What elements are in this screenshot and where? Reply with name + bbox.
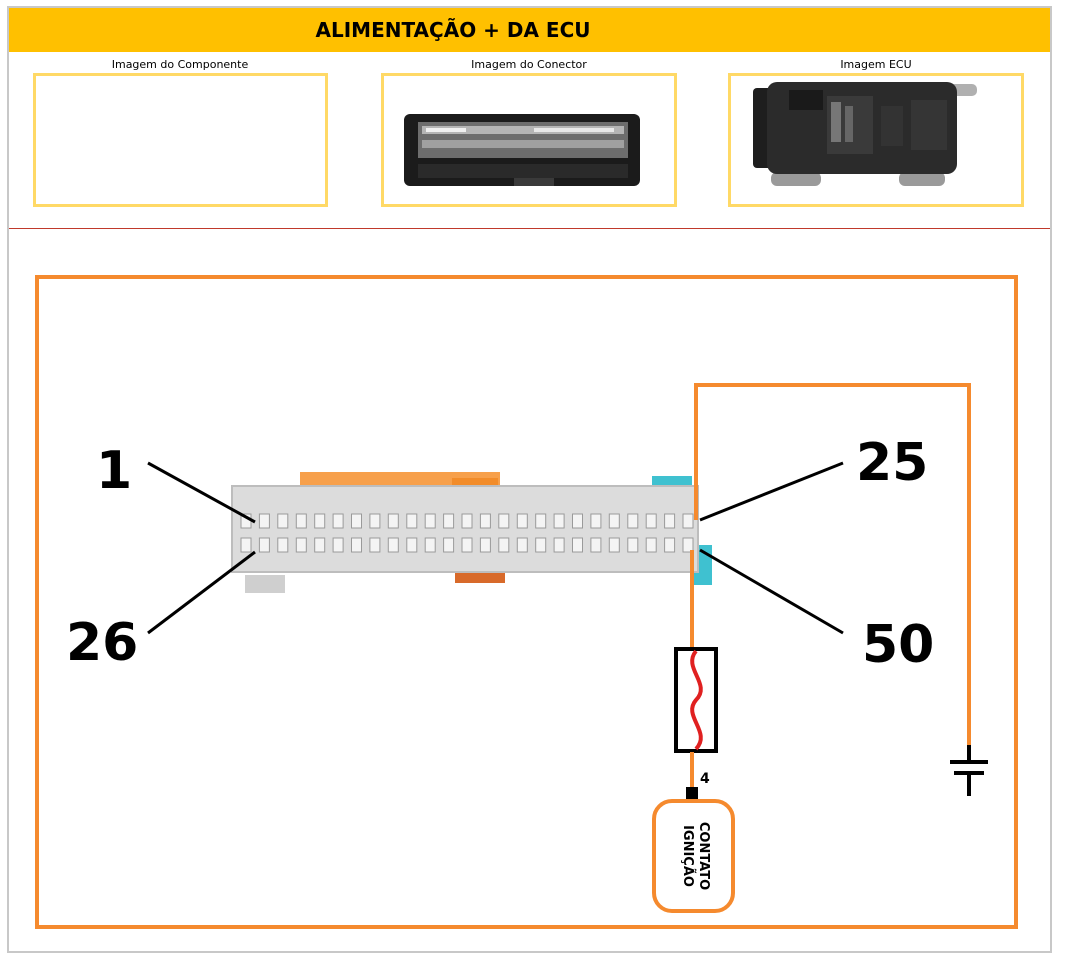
connector-pin-cavity xyxy=(387,537,399,553)
connector-pin-cavity xyxy=(516,537,528,553)
connector-pin-cavity xyxy=(645,513,657,529)
connector-pin-cavity xyxy=(682,513,694,529)
connector-pin-cavity xyxy=(369,513,381,529)
connector-pin-cavity xyxy=(627,537,639,553)
connector-body xyxy=(231,485,699,573)
connector-pin-cavity xyxy=(351,513,362,529)
ecu-image-box xyxy=(728,73,1024,207)
connector-pin-cavity xyxy=(443,513,455,529)
component-image-caption: Imagem do Componente xyxy=(111,58,249,71)
connector-pin-cavity xyxy=(664,537,676,553)
diagram-border xyxy=(35,275,1018,929)
connector-pin-cavity xyxy=(682,537,694,553)
pin50-leader xyxy=(699,548,844,635)
connector-pin-cavity xyxy=(314,537,326,553)
connector-pin-cavity xyxy=(387,513,399,529)
connector-pin-cavity xyxy=(479,513,491,529)
pin-label-50: 50 xyxy=(862,615,934,675)
component-image-box xyxy=(33,73,328,207)
ground-wire xyxy=(694,383,971,755)
connector-pin-cavity xyxy=(277,537,289,553)
connector-pin-cavity xyxy=(332,537,344,553)
connector-pin-cavity xyxy=(645,537,657,553)
connector-pin-cavity xyxy=(424,513,436,529)
connector-pin-cavity xyxy=(479,537,491,553)
ecu-photo xyxy=(753,82,977,186)
connector-pin-cavity xyxy=(314,513,326,529)
connector-pin-cavity xyxy=(240,537,252,553)
connector-pin-cavity xyxy=(664,513,676,529)
connector-pin-cavity xyxy=(443,537,455,553)
connector-pin-cavity xyxy=(406,513,418,529)
pin26-leader xyxy=(147,550,256,635)
ignition-switch-box xyxy=(652,799,735,913)
page-title: ALIMENTAÇÃO + DA ECU xyxy=(315,18,591,42)
connector-pin-cavity xyxy=(406,537,418,553)
section-divider xyxy=(9,228,1050,229)
fuse-icon xyxy=(674,647,718,753)
page-frame xyxy=(7,6,1052,953)
connector-pin-cavity xyxy=(608,537,620,553)
connector-pin-cavity xyxy=(572,537,583,553)
connector-pin-cavity xyxy=(332,513,344,529)
connector-pin-cavity xyxy=(277,513,289,529)
connector-pin-cavity xyxy=(590,537,602,553)
connector-image-box xyxy=(381,73,677,207)
connector-image-caption: Imagem do Conector xyxy=(471,58,587,71)
connector-photo xyxy=(404,114,640,186)
ignition-label-line1: CONTATO xyxy=(696,822,711,890)
ignition-label-line2: IGNIÇÃO xyxy=(680,825,696,887)
connector-pin-cavity xyxy=(369,537,381,553)
ground-symbol-icon xyxy=(950,745,988,796)
connector-pin-cavity xyxy=(351,537,362,553)
terminal-pin-number: 4 xyxy=(700,771,710,787)
connector-pin-cavity xyxy=(553,513,565,529)
connector-pin-cavity xyxy=(424,537,436,553)
ignition-switch-label: CONTATO IGNIÇÃO xyxy=(680,822,711,890)
connector-pin-cavity xyxy=(461,537,473,553)
connector-pin-cavity xyxy=(516,513,528,529)
title-bar: ALIMENTAÇÃO + DA ECU xyxy=(9,8,1050,52)
connector-terminal xyxy=(686,787,698,799)
connector-pin-cavity xyxy=(535,513,547,529)
connector-pin-cavity xyxy=(461,513,473,529)
connector-pin-cavity xyxy=(590,513,602,529)
pin-label-1: 1 xyxy=(96,441,132,501)
pin1-leader xyxy=(147,461,256,524)
connector-pin-cavity xyxy=(572,513,583,529)
connector-pin-cavity xyxy=(498,513,510,529)
ecu-image-caption: Imagem ECU xyxy=(840,58,912,71)
connector-pin-cavity xyxy=(608,513,620,529)
connector-pin-cavity xyxy=(535,537,547,553)
connector-pin-cavity xyxy=(258,513,270,529)
pin-label-26: 26 xyxy=(66,613,138,673)
connector-pin-cavity xyxy=(498,537,510,553)
connector-pin-cavity xyxy=(627,513,639,529)
pin-label-25: 25 xyxy=(856,433,928,493)
ecu-connector xyxy=(231,472,712,593)
pin25-leader xyxy=(699,461,844,522)
connector-pin-cavity xyxy=(295,513,307,529)
connector-pin-cavity xyxy=(553,537,565,553)
connector-pin-cavity xyxy=(258,537,270,553)
connector-pin-cavity xyxy=(295,537,307,553)
connector-pin-rows xyxy=(240,513,694,553)
